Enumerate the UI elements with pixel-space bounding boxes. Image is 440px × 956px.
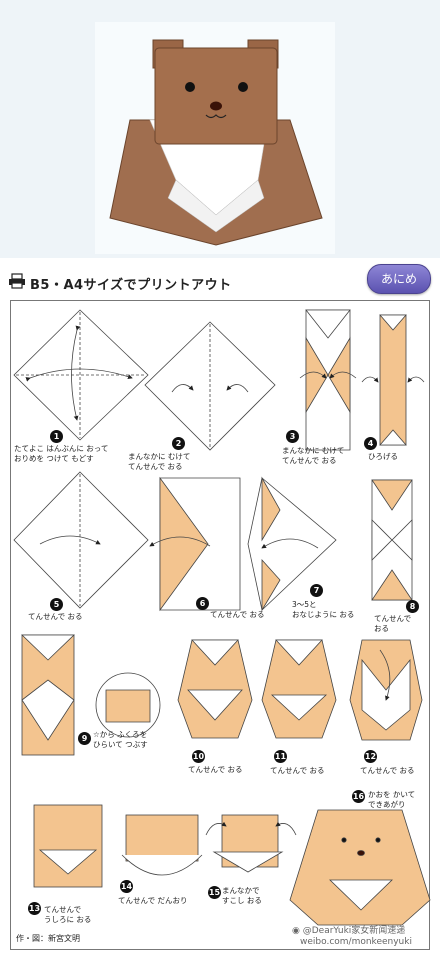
step-number: 14: [120, 880, 133, 893]
step-number: 12: [364, 750, 377, 763]
step-number: 9: [78, 732, 91, 745]
step4-diagram: [379, 314, 407, 446]
step-instruction: かおを かいて できあがり: [368, 790, 416, 809]
step-instruction: ひろげる: [368, 452, 398, 461]
step-number: 3: [286, 430, 299, 443]
step-number: 1: [50, 430, 63, 443]
step-instruction: てんせんで おる: [188, 765, 243, 774]
step5-diagram: [13, 471, 149, 609]
step-instruction: ☆から ふくろを ひらいて つぶす: [93, 730, 148, 749]
step-instruction: てんせんで おる: [374, 614, 412, 633]
author-credit: 作・図：新宮文明: [16, 934, 80, 943]
step-number: 11: [274, 750, 287, 763]
step-number: 5: [50, 598, 63, 611]
step-instruction: てんせんで だんおり: [118, 896, 188, 905]
step13-diagram: [33, 804, 103, 888]
step-instruction: てんせんで うしろに おる: [44, 905, 92, 924]
step-instruction: てんせんで おる: [210, 610, 265, 619]
step-instruction: 3〜5と おなじように おる: [292, 600, 355, 619]
step-instruction: まんなかで すこし おる: [222, 886, 262, 905]
step-instruction: てんせんで おる: [360, 766, 415, 775]
step-number: 4: [364, 437, 377, 450]
weibo-icon: ◉: [292, 926, 300, 936]
step-number: 7: [310, 584, 323, 597]
step-number: 16: [352, 790, 365, 803]
step-instruction: てんせんで おる: [270, 766, 325, 775]
finished-bear-photo: [0, 0, 440, 258]
step-number: 15: [208, 886, 221, 899]
step-instruction: たてよこ はんぶんに おって おりめを つけて もどす: [14, 444, 109, 463]
step-instruction: まんなかに むけて てんせんで おる: [128, 452, 191, 471]
watermark-line1: ◉ @DearYuki家女新闻速递: [292, 923, 405, 936]
bear-photo-illustration: [95, 22, 335, 254]
step-number: 8: [406, 600, 419, 613]
step-number: 13: [28, 902, 41, 915]
step-instruction: てんせんで おる: [28, 612, 83, 621]
step-number: 10: [192, 750, 205, 763]
watermark-account: @DearYuki家女新闻速递: [302, 926, 406, 936]
step16-diagram: [289, 809, 431, 926]
printer-icon: [9, 273, 25, 289]
watermark-url: weibo.com/monkeenyuki: [300, 937, 412, 947]
step-number: 6: [196, 597, 209, 610]
step14-diagram: [125, 814, 199, 862]
step-instruction: まんなかに むけて てんせんで おる: [282, 446, 345, 465]
step-number: 2: [172, 437, 185, 450]
header-row: B5・A4サイズでプリントアウト: [0, 262, 440, 296]
animation-button[interactable]: あにめ: [367, 264, 431, 294]
print-size-title: B5・A4サイズでプリントアウト: [30, 278, 232, 293]
